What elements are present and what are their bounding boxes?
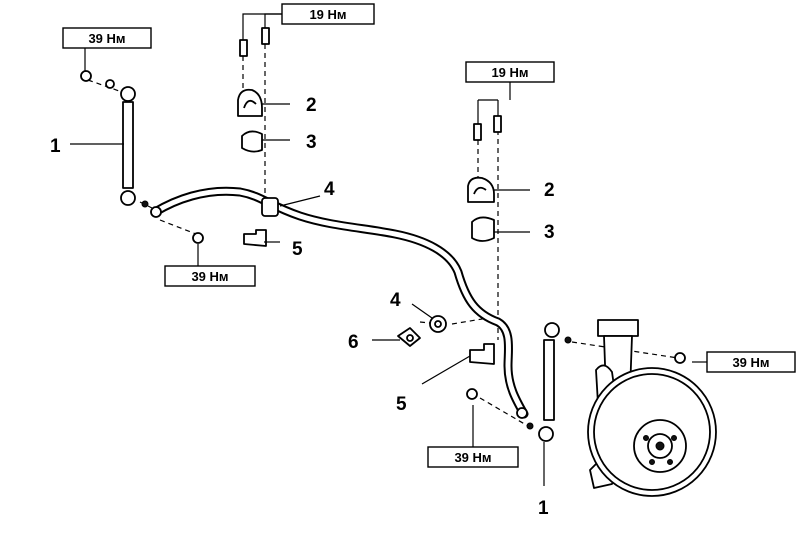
callout-5-upper: 5 [292, 239, 303, 260]
bushing-upper [241, 130, 263, 153]
callout-2-upper: 2 [306, 95, 317, 116]
callout-2-lower: 2 [544, 180, 555, 201]
torque-text: 39 Нм [454, 450, 491, 465]
torque-label-left-top: 39 Нм [62, 27, 152, 49]
stabilizer-link-right [526, 322, 686, 442]
callout-leaders [70, 103, 545, 486]
callout-1-right: 1 [538, 498, 549, 519]
torque-leaders [84, 13, 707, 447]
bar-bushing-lower [429, 315, 447, 333]
bracket-upper [243, 229, 267, 247]
torque-text: 39 Нм [732, 355, 769, 370]
torque-label-left-bottom: 39 Нм [164, 265, 256, 287]
torque-label-center-top: 19 Нм [281, 3, 375, 25]
torque-text: 19 Нм [309, 7, 346, 22]
torque-text: 39 Нм [88, 31, 125, 46]
torque-text: 19 Нм [491, 65, 528, 80]
clamp-lower [467, 176, 495, 203]
lower-bolts [473, 115, 502, 141]
bolt-6 [397, 327, 421, 347]
bracket-lower [469, 343, 495, 365]
callout-1-left: 1 [50, 136, 61, 157]
callout-3-lower: 3 [544, 222, 555, 243]
callout-4-upper: 4 [324, 179, 335, 200]
stabilizer-link-left [80, 70, 204, 244]
callout-4-lower: 4 [390, 290, 401, 311]
torque-text: 39 Нм [191, 269, 228, 284]
torque-label-bottom-center: 39 Нм [427, 446, 519, 468]
strut-knuckle-assembly [587, 319, 717, 497]
callout-3-upper: 3 [306, 132, 317, 153]
torque-label-right-knuckle: 39 Нм [706, 351, 796, 373]
lower-nut [466, 388, 478, 400]
torque-label-right-top: 19 Нм [465, 61, 555, 83]
bushing-lower [471, 216, 495, 242]
clamp-upper [237, 88, 263, 117]
callout-5-lower: 5 [396, 394, 407, 415]
upper-bolts [239, 27, 270, 57]
callout-6: 6 [348, 332, 359, 353]
callout-numbers: 1 2 3 4 5 2 3 4 6 5 1 [50, 95, 555, 519]
stabilizer-bar [150, 186, 529, 419]
bar-bushing-upper [261, 197, 279, 217]
